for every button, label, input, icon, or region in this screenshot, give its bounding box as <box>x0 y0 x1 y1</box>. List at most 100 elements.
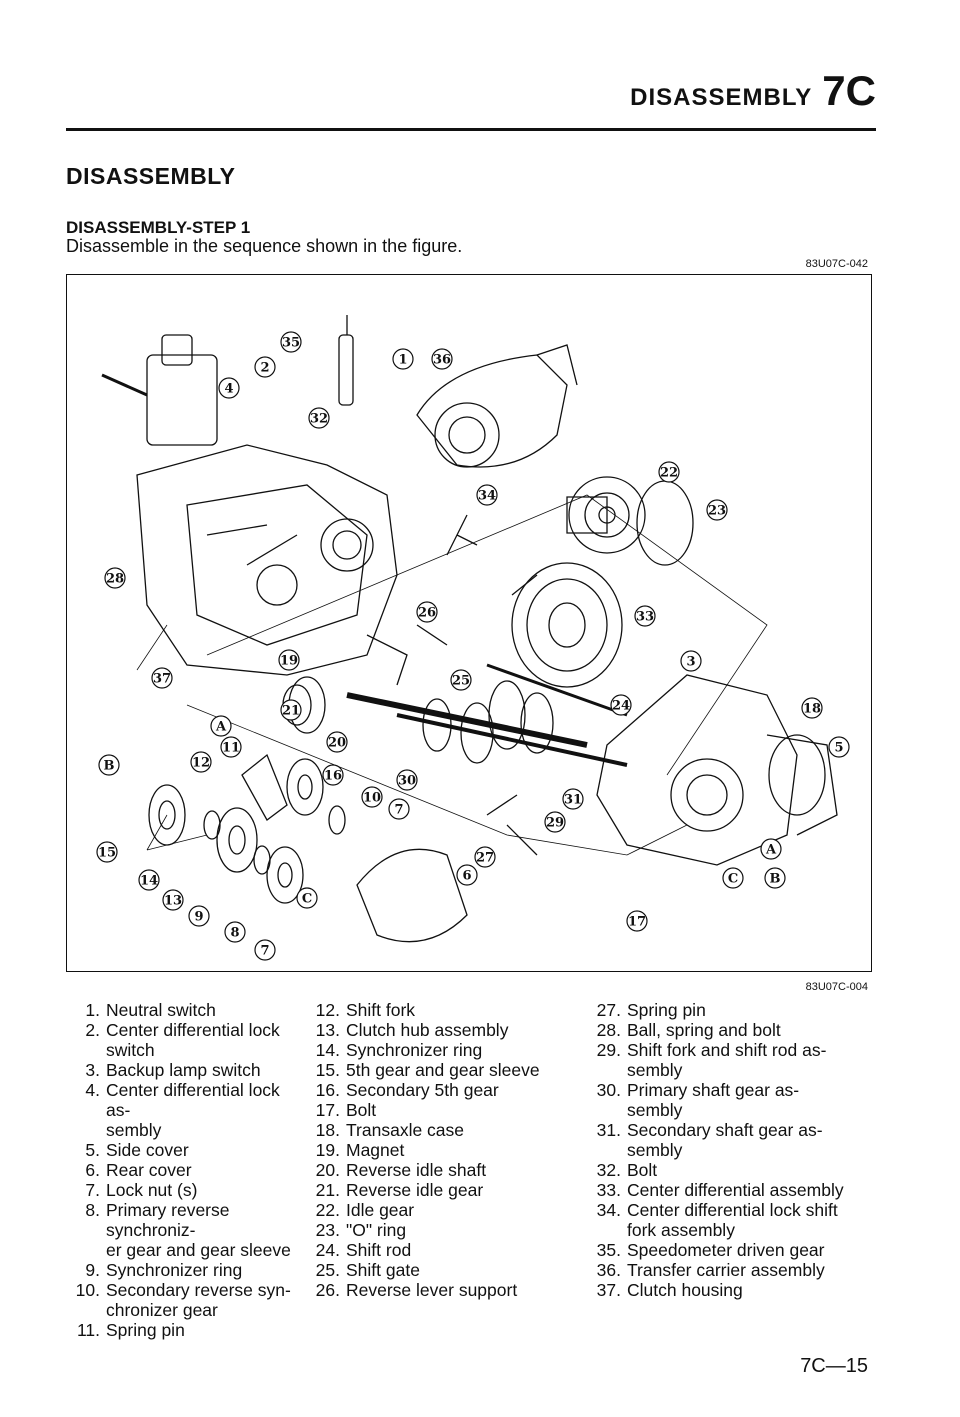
legend-item: 13.Clutch hub assembly <box>306 1020 596 1040</box>
callout-32: 32 <box>308 407 330 429</box>
svg-text:37: 37 <box>153 672 171 687</box>
legend-item-text: switch <box>106 1040 155 1060</box>
legend-item: 17.Bolt <box>306 1100 596 1120</box>
callout-19: 19 <box>278 649 300 671</box>
svg-text:5: 5 <box>834 741 843 756</box>
legend-item-text: sembly <box>106 1120 162 1140</box>
legend-item-text: Center differential lock <box>106 1020 280 1040</box>
legend-item-number: 15. <box>315 1060 340 1080</box>
legend-item: 27. Spring pin <box>587 1000 897 1020</box>
legend-item-number: 9. <box>85 1260 100 1280</box>
intro-text: Disassemble in the sequence shown in the… <box>66 236 463 256</box>
legend-item-number: 32. <box>596 1160 621 1180</box>
callout-22: 22 <box>658 461 680 483</box>
legend-item-number: 2. <box>85 1020 100 1040</box>
callout-15: 15 <box>96 841 118 863</box>
legend-item-number: 10. <box>75 1280 100 1300</box>
svg-text:1: 1 <box>398 353 407 368</box>
legend-item-number: 26. <box>315 1280 340 1300</box>
svg-text:8: 8 <box>230 926 239 941</box>
legend-item: 8.Primary reverse synchroniz- <box>66 1200 306 1240</box>
legend-item: 32.Bolt <box>587 1160 897 1180</box>
callout-36: 36 <box>431 348 453 370</box>
legend-item: 21.Reverse idle gear <box>306 1180 596 1200</box>
legend-item: 19.Magnet <box>306 1140 596 1160</box>
legend-item-text: Reverse lever support <box>346 1280 518 1300</box>
legend-item-text: sembly <box>627 1140 683 1160</box>
svg-text:22: 22 <box>660 466 678 481</box>
legend-item-number <box>587 1220 621 1240</box>
legend-item-text: Primary reverse synchroniz- <box>106 1200 230 1240</box>
svg-text:A: A <box>215 720 227 735</box>
svg-text:12: 12 <box>192 756 210 771</box>
legend-item-text: Clutch housing <box>627 1280 743 1300</box>
svg-text:34: 34 <box>478 489 496 504</box>
svg-text:14: 14 <box>140 874 158 889</box>
header-section-code: 7C <box>822 67 876 114</box>
legend-item-number: 17. <box>315 1100 340 1120</box>
callout-b: B <box>764 867 786 889</box>
page-header: DISASSEMBLY 7C <box>630 70 876 112</box>
callout-20: 20 <box>326 731 348 753</box>
legend-item-text: Secondary reverse syn- <box>106 1280 291 1300</box>
svg-text:15: 15 <box>98 846 116 861</box>
legend-item-text: Ball, spring and bolt <box>627 1020 781 1040</box>
legend-item-text: sembly <box>627 1100 683 1120</box>
legend-item: 30.Primary shaft gear as- <box>587 1080 897 1100</box>
legend-item-number: 13. <box>315 1020 340 1040</box>
svg-text:35: 35 <box>282 336 300 351</box>
legend-item: 12.Shift fork <box>306 1000 596 1020</box>
header-title: DISASSEMBLY <box>630 84 813 111</box>
callout-14: 14 <box>138 869 160 891</box>
legend-item-text: Idle gear <box>346 1200 415 1220</box>
legend-item: 23."O" ring <box>306 1220 596 1240</box>
figure-ref-top: 83U07C-042 <box>805 258 868 270</box>
legend-item-number: 4. <box>85 1080 100 1100</box>
legend-item-number: 24. <box>315 1240 340 1260</box>
legend-item-text: Secondary 5th gear <box>346 1080 499 1100</box>
legend-item: 18.Transaxle case <box>306 1120 596 1140</box>
callout-10: 10 <box>361 786 383 808</box>
svg-text:B: B <box>770 872 781 887</box>
legend-item-number: 27. <box>596 1000 621 1020</box>
legend-item: sembly <box>587 1100 897 1120</box>
legend-item: 34.Center differential lock shift <box>587 1200 897 1220</box>
legend-item: 3.Backup lamp switch <box>66 1060 306 1080</box>
svg-text:A: A <box>765 843 777 858</box>
svg-text:C: C <box>728 872 738 887</box>
callout-11: 11 <box>220 736 242 758</box>
callout-12: 12 <box>190 751 212 773</box>
legend-item-number: 37. <box>596 1280 621 1300</box>
legend-item-text: Side cover <box>106 1140 189 1160</box>
legend-item: 26. Reverse lever support <box>306 1280 596 1300</box>
legend-item-number: 29. <box>596 1040 621 1060</box>
callout-31: 31 <box>562 788 584 810</box>
legend-item-text: 5th gear and gear sleeve <box>346 1060 540 1080</box>
legend-item-number <box>587 1100 621 1120</box>
callout-25: 25 <box>450 669 472 691</box>
legend-item-number <box>66 1300 100 1320</box>
svg-text:33: 33 <box>636 610 654 625</box>
svg-text:23: 23 <box>708 504 726 519</box>
legend-item: 9.Synchronizer ring <box>66 1260 306 1280</box>
legend-item-text: Secondary shaft gear as- <box>627 1120 823 1140</box>
diagram-parts <box>101 315 838 943</box>
svg-text:36: 36 <box>433 353 451 368</box>
callout-34: 34 <box>476 484 498 506</box>
legend-item-text: Rear cover <box>106 1160 192 1180</box>
legend-item-text: Synchronizer ring <box>346 1040 483 1060</box>
callout-27: 27 <box>474 846 496 868</box>
legend-item-text: Spring pin <box>627 1000 706 1020</box>
legend-item: 31.Secondary shaft gear as- <box>587 1120 897 1140</box>
legend-item-text: Transfer carrier assembly <box>627 1260 825 1280</box>
legend-item-number: 11. <box>76 1320 100 1340</box>
legend-item-number: 28. <box>596 1020 621 1040</box>
svg-text:27: 27 <box>476 851 494 866</box>
legend-item-text: Spring pin <box>106 1320 185 1340</box>
svg-text:26: 26 <box>418 606 436 621</box>
legend-item: 10. Secondary reverse syn- <box>66 1280 306 1300</box>
legend-item-text: Shift rod <box>346 1240 412 1260</box>
legend-item-number <box>66 1120 100 1140</box>
